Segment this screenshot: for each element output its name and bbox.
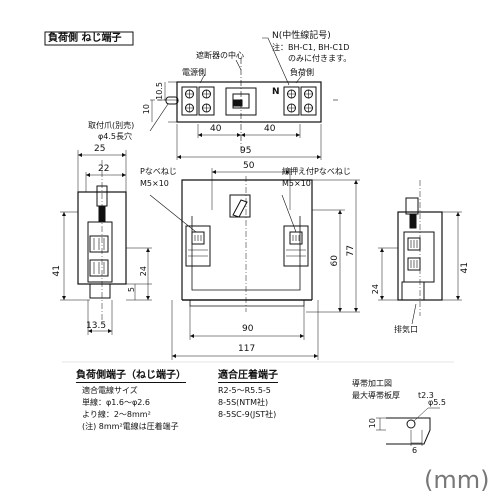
load-side-label: 負荷側 <box>290 68 314 77</box>
dim-5: 5 <box>127 287 136 293</box>
dim-10-5: 10.5 <box>155 82 164 100</box>
busbar-thickness-label: 最大導帯板厚 <box>352 391 400 400</box>
left-side-view <box>60 150 152 335</box>
dim-40-left: 40 <box>210 124 222 134</box>
dim-117: 117 <box>238 344 256 354</box>
dim-10: 10 <box>142 104 151 115</box>
neutral-label: N(中性線記号) <box>272 31 331 41</box>
wire-spec-line-2: 単線：φ1.6～φ2.6 <box>82 398 150 407</box>
dim-22: 22 <box>98 164 110 174</box>
breaker-center-label: 遮断器の中心 <box>196 51 244 60</box>
n-mark: N <box>272 87 280 97</box>
washer-screw-size: M5×10 <box>282 179 311 188</box>
dim-41-left: 41 <box>52 265 62 277</box>
page-title: 負荷側 ねじ端子 <box>48 33 122 44</box>
dim-25: 25 <box>94 144 106 154</box>
dim-90: 90 <box>242 324 254 334</box>
wire-spec-title: 負荷側端子（ねじ端子） <box>76 370 186 383</box>
dim-24-right: 24 <box>371 284 380 295</box>
wire-spec-line-1: 適合電線サイズ <box>82 386 138 395</box>
busbar-dim-6: 6 <box>412 446 418 455</box>
note-line-2: のみに付きます。 <box>288 54 352 63</box>
unit-label: (mm) <box>424 466 490 494</box>
busbar-detail <box>376 407 440 446</box>
wire-spec-line-3: より線：2～8mm² <box>82 410 151 419</box>
dim-77: 77 <box>346 245 356 257</box>
crimp-spec-line-1: R2-5～R5.5-5 <box>218 386 271 395</box>
dim-50: 50 <box>243 161 255 171</box>
crimp-spec-title: 適合圧着端子 <box>218 370 278 383</box>
note-line-1: 注：BH-C1, BH-C1D <box>272 43 350 52</box>
busbar-title: 導帯加工図 <box>352 379 392 388</box>
mount-hole-label: φ4.5長穴 <box>98 132 132 141</box>
p-screw-label: Pなべねじ <box>140 167 177 176</box>
dim-95: 95 <box>240 146 252 156</box>
dim-40-right: 40 <box>264 124 276 134</box>
front-view <box>149 168 360 360</box>
dim-13-5: 13.5 <box>86 321 107 331</box>
busbar-dim-10: 10 <box>368 418 377 429</box>
mount-claw-label: 取付爪(別売) <box>88 121 135 130</box>
p-screw-size: M5×10 <box>140 179 169 188</box>
top-view <box>149 37 340 160</box>
busbar-hole-dia: φ5.5 <box>428 398 446 407</box>
wire-spec-line-4: (注) 8mm²電線は圧着端子 <box>82 422 179 431</box>
busbar-thickness-value: t2.3 <box>418 391 434 400</box>
dim-41-right: 41 <box>460 262 470 274</box>
crimp-spec-line-3: 8-5SC-9(JST社) <box>218 410 277 419</box>
dim-24-left: 24 <box>139 266 148 277</box>
crimp-spec-line-2: 8-5S(NTM社) <box>218 398 269 407</box>
washer-screw-label: 線押え付Pなべねじ <box>282 167 351 176</box>
supply-side-label: 電源側 <box>182 68 206 77</box>
vent-label: 排気口 <box>394 325 418 334</box>
dim-60: 60 <box>330 255 340 267</box>
right-side-view <box>378 180 462 325</box>
